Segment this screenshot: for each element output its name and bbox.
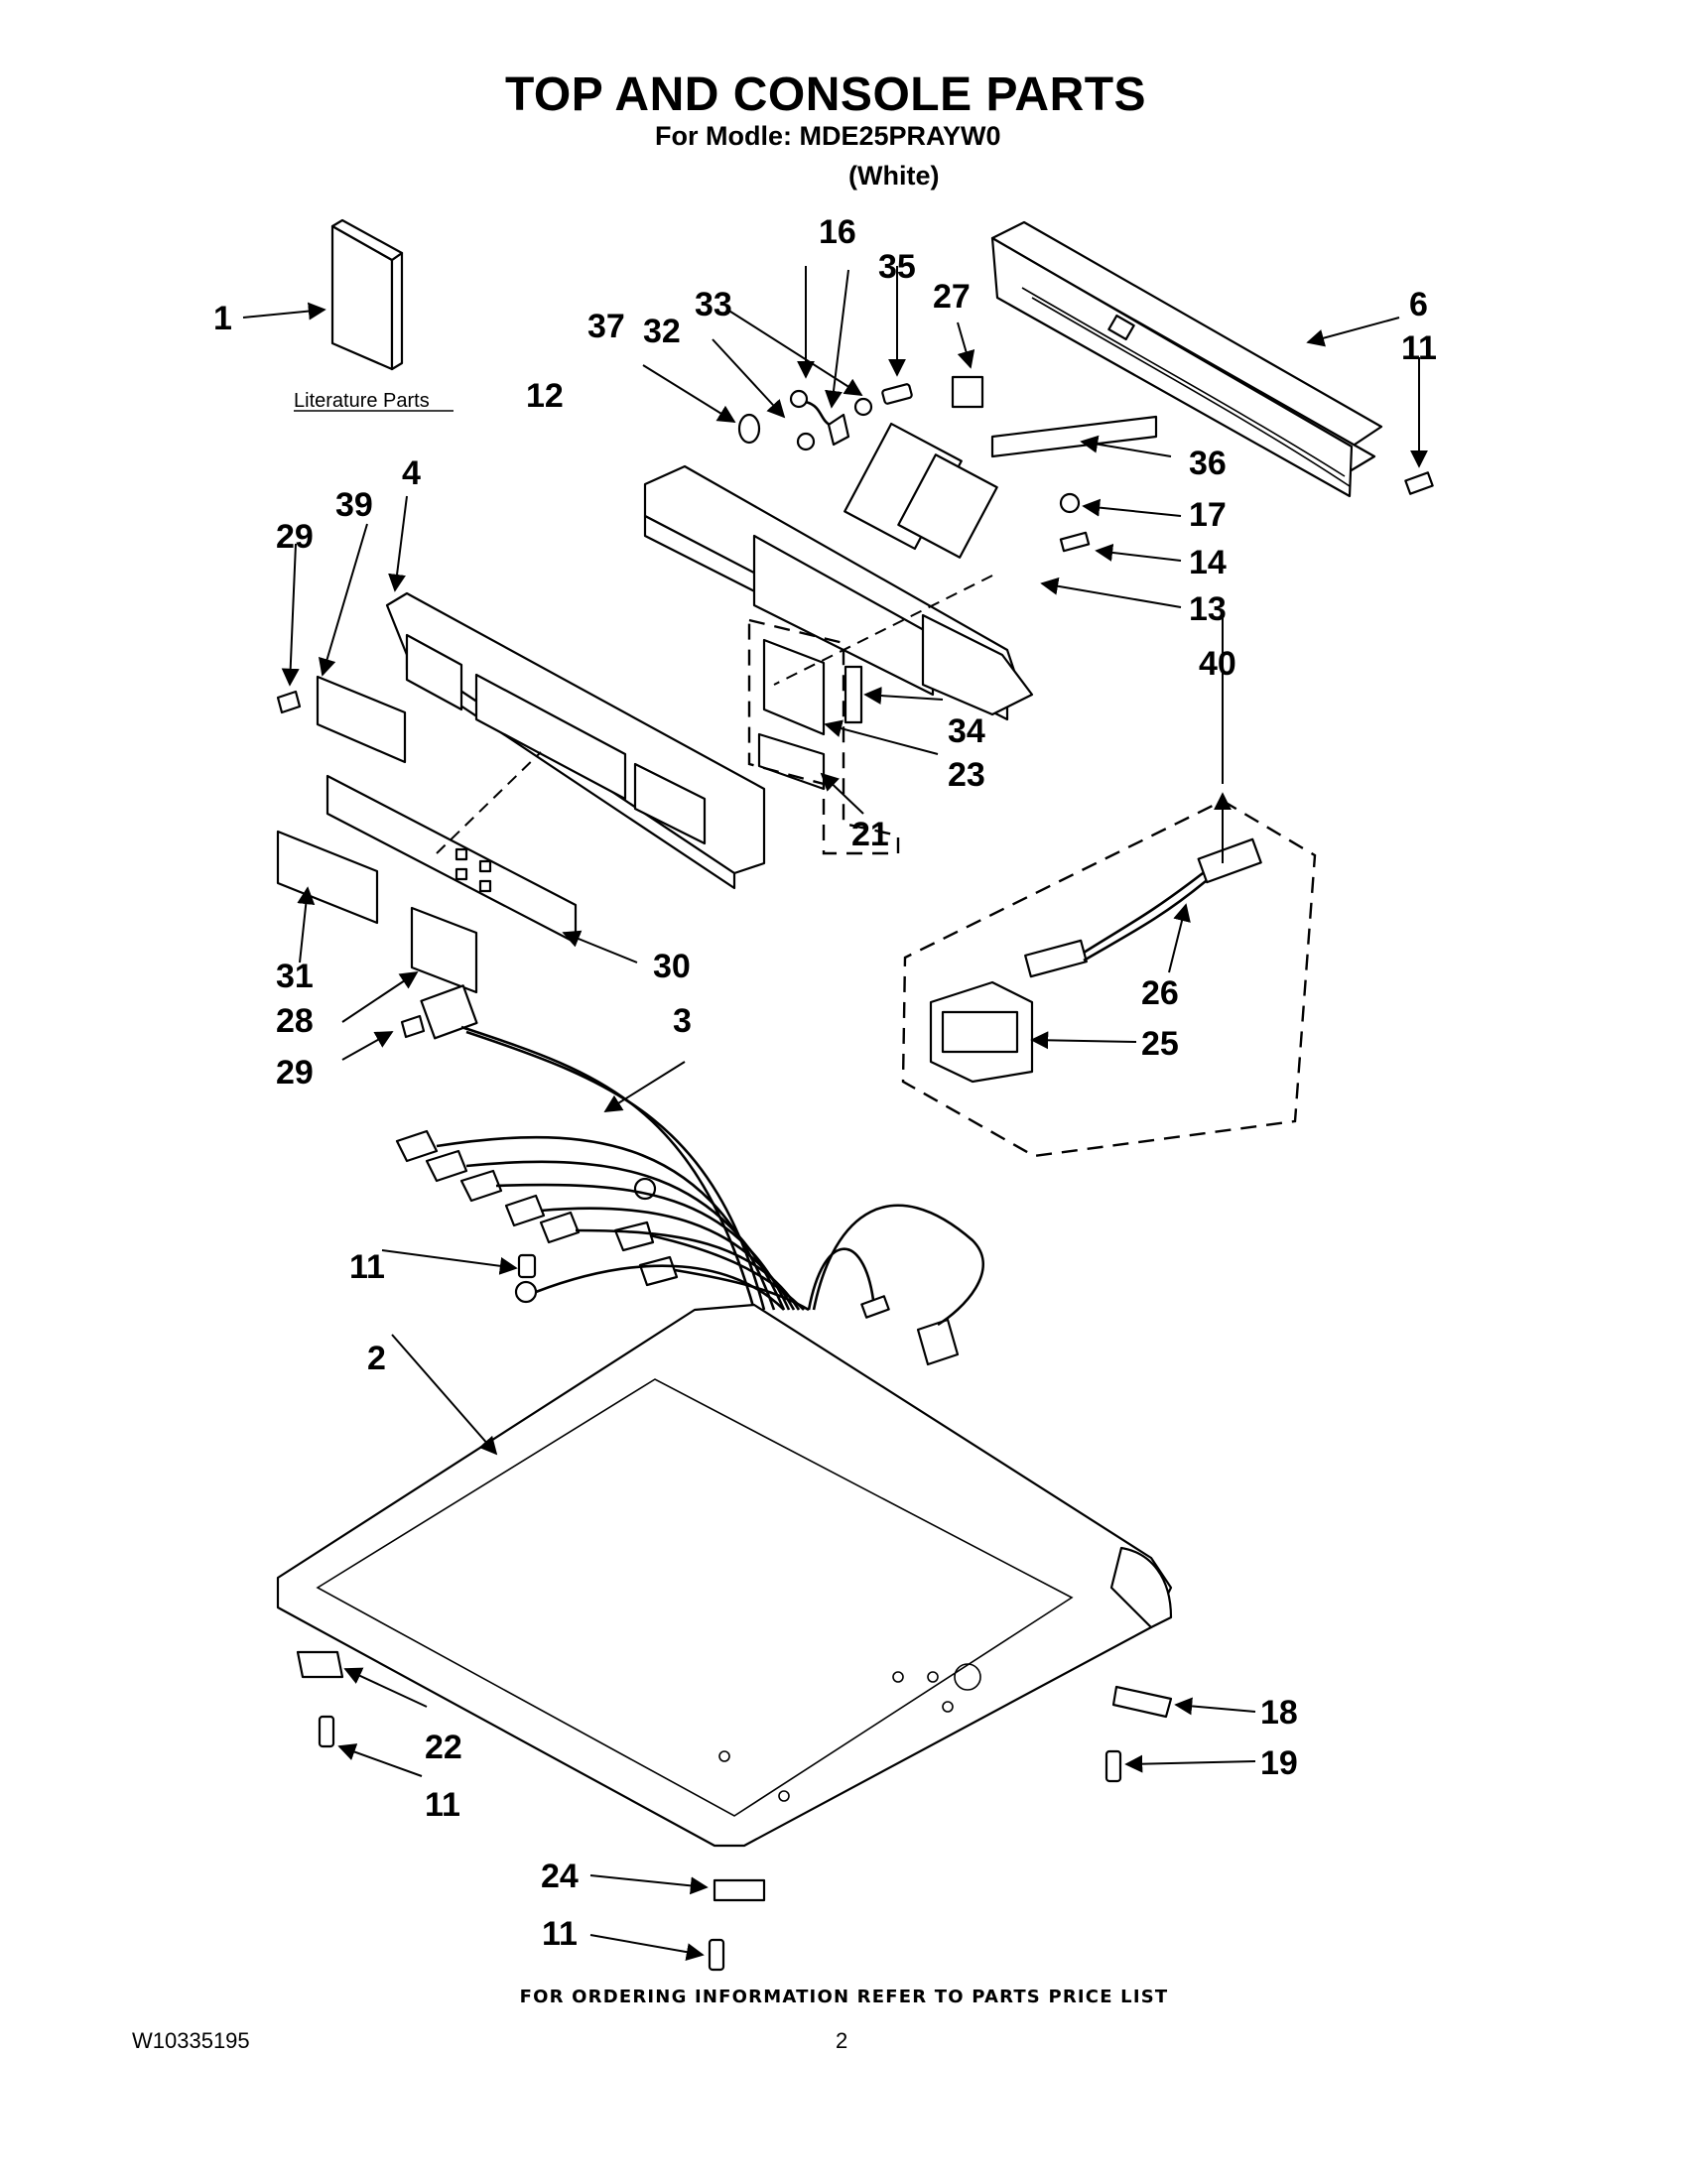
callout-28: 28 xyxy=(276,1002,314,1040)
callout-37: 37 xyxy=(587,308,625,345)
callout-40: 40 xyxy=(1199,645,1236,683)
color-line: (White) xyxy=(848,161,940,191)
part-small-hardware xyxy=(737,375,1434,553)
callout-labels: 1 2 3 4 6 11 11 11 11 11 12 13 14 16 17 … xyxy=(213,213,1437,1953)
part-kit-harness xyxy=(1024,837,1262,978)
page-title: TOP AND CONSOLE PARTS xyxy=(504,68,1147,121)
part-overlays xyxy=(276,675,578,1039)
callout-33: 33 xyxy=(695,286,732,323)
part-hinges-and-screws xyxy=(296,1253,1173,1972)
callout-13: 13 xyxy=(1189,590,1227,628)
callout-11-rail: 11 xyxy=(1401,329,1437,367)
callout-30: 30 xyxy=(653,948,691,985)
callout-1: 1 xyxy=(213,300,232,337)
callout-11-left: 11 xyxy=(425,1786,460,1824)
callout-12: 12 xyxy=(526,377,564,415)
callout-6: 6 xyxy=(1409,286,1428,323)
callout-18: 18 xyxy=(1260,1694,1298,1732)
part-console-panel xyxy=(385,591,766,890)
model-line: For Modle: MDE25PRAYW0 xyxy=(655,121,1001,151)
leader-lines xyxy=(242,266,1428,1962)
callout-4: 4 xyxy=(402,454,421,492)
callout-25: 25 xyxy=(1141,1025,1179,1063)
callout-19: 19 xyxy=(1260,1744,1298,1782)
callout-2: 2 xyxy=(367,1340,386,1377)
callout-24: 24 xyxy=(541,1858,579,1895)
callout-26: 26 xyxy=(1141,974,1179,1012)
callout-17: 17 xyxy=(1189,496,1227,534)
part-ground-wire xyxy=(789,389,835,429)
part-console-housing xyxy=(643,422,1034,721)
callout-34: 34 xyxy=(948,712,985,750)
callout-21: 21 xyxy=(851,816,889,853)
callout-14: 14 xyxy=(1189,544,1227,581)
callout-32: 32 xyxy=(643,313,681,350)
document-number: W10335195 xyxy=(132,2028,250,2053)
callout-11-harness: 11 xyxy=(349,1248,385,1286)
callout-39: 39 xyxy=(335,486,373,524)
part-literature-booklet xyxy=(330,218,404,371)
part-kit-dispenser xyxy=(929,980,1034,1084)
ordering-note: FOR ORDERING INFORMATION REFER TO PARTS … xyxy=(519,1987,1169,2007)
callout-23: 23 xyxy=(948,756,985,794)
callout-11-front: 11 xyxy=(542,1915,578,1953)
callout-16: 16 xyxy=(819,213,856,251)
callout-29-top: 29 xyxy=(276,518,314,556)
callout-29-bottom: 29 xyxy=(276,1054,314,1092)
part-switch-assembly xyxy=(757,638,863,791)
callout-3: 3 xyxy=(673,1002,692,1040)
part-top-panel xyxy=(276,1303,1173,1848)
callout-31: 31 xyxy=(276,958,314,995)
callout-35: 35 xyxy=(878,248,916,286)
literature-parts-label: Literature Parts xyxy=(294,390,430,412)
kit-group-outline xyxy=(901,799,1317,1158)
callout-22: 22 xyxy=(425,1729,462,1766)
callout-27: 27 xyxy=(933,278,971,316)
part-rear-rail xyxy=(990,220,1383,498)
part-main-wire-harness xyxy=(395,984,984,1366)
switch-group-outline xyxy=(747,618,900,855)
page-number: 2 xyxy=(836,2028,848,2053)
callout-36: 36 xyxy=(1189,445,1227,482)
